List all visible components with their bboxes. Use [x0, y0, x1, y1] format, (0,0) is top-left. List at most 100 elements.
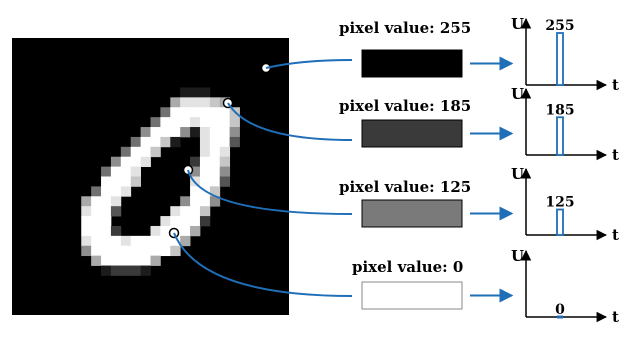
image-pixel — [120, 156, 132, 167]
image-pixel — [180, 107, 191, 118]
image-pixel — [170, 245, 181, 257]
image-pixel — [199, 136, 211, 148]
image-pixel — [120, 235, 132, 247]
y-axis-label: U — [511, 85, 524, 103]
image-pixel — [140, 245, 151, 257]
image-pixel — [110, 196, 122, 207]
image-pixel — [190, 156, 201, 167]
image-pixel — [140, 255, 151, 266]
image-pixel — [150, 127, 161, 138]
connector-line — [173, 232, 353, 297]
image-pixel — [120, 186, 132, 197]
x-axis-label: t — [612, 226, 619, 244]
image-pixel — [140, 136, 151, 148]
pixel-value-label: pixel value: 185 — [339, 97, 471, 115]
image-pixel — [190, 186, 201, 197]
y-axis-label: U — [511, 247, 524, 265]
pixel-value-label: pixel value: 255 — [339, 19, 471, 37]
image-pixel — [180, 87, 191, 98]
y-axis-label: U — [511, 165, 524, 183]
image-pixel — [101, 196, 112, 207]
image-pixel — [130, 255, 141, 266]
connectors — [168, 59, 353, 297]
pulse-bar — [556, 32, 564, 86]
image-pixel — [110, 225, 122, 237]
image-pixel — [101, 186, 112, 197]
image-pixel — [190, 225, 201, 237]
image-pixel — [209, 107, 221, 118]
image-pixel — [199, 166, 211, 177]
image-pixel — [180, 216, 191, 227]
image-pixel — [170, 107, 181, 118]
pulse-bar — [556, 208, 564, 236]
image-pixel — [160, 235, 171, 247]
image-pixel — [110, 245, 122, 257]
image-pixel — [180, 206, 191, 217]
image-pixel — [120, 245, 132, 257]
image-pixel — [91, 206, 102, 217]
image-pixel — [199, 87, 211, 98]
image-pixel — [130, 156, 141, 167]
gray-swatch — [361, 199, 463, 228]
value-row: pixel value: 185 Ut 185 — [339, 85, 619, 164]
image-pixel — [160, 127, 171, 138]
pulse-value-label: 125 — [545, 195, 574, 211]
x-axis-label: t — [612, 76, 619, 94]
image-pixel — [190, 166, 201, 177]
image-pixel — [190, 87, 201, 98]
image-pixel — [190, 196, 201, 207]
image-pixel — [101, 216, 112, 227]
image-pixel — [190, 127, 201, 138]
image-pixel — [130, 146, 141, 158]
image-pixel — [101, 176, 112, 187]
image-pixel — [180, 225, 191, 237]
image-pixel — [209, 127, 221, 138]
image-pixel — [190, 107, 201, 118]
image-pixel — [101, 235, 112, 247]
image-pixel — [110, 156, 122, 167]
image-pixel — [199, 97, 211, 108]
image-pixel — [130, 245, 141, 257]
image-pixel — [120, 176, 132, 187]
image-pixel — [160, 245, 171, 257]
image-pixel — [170, 136, 181, 148]
connector-line — [227, 102, 353, 141]
image-pixel — [101, 245, 112, 257]
pixel-value-label: pixel value: 0 — [352, 258, 463, 276]
image-pixel — [150, 136, 161, 148]
image-pixel — [110, 265, 122, 276]
image-pixel — [160, 216, 171, 227]
image-pixel — [209, 166, 221, 177]
pulse-value-label: 185 — [545, 102, 574, 118]
image-pixel — [199, 196, 211, 207]
image-pixel — [110, 186, 122, 197]
image-pixel — [219, 156, 231, 167]
image-pixel — [209, 97, 221, 108]
image-pixel — [101, 255, 112, 266]
image-pixel — [170, 127, 181, 138]
gray-swatch — [361, 119, 463, 148]
image-pixel — [180, 97, 191, 108]
image-pixel — [130, 166, 141, 177]
image-pixel — [199, 146, 211, 158]
image-pixel — [209, 176, 221, 187]
image-pixel — [190, 216, 201, 227]
image-pixel — [170, 216, 181, 227]
x-axis-label: t — [612, 146, 619, 164]
image-pixel — [140, 235, 151, 247]
image-pixel — [209, 136, 221, 148]
pulse-value-label: 0 — [555, 302, 565, 318]
pulse-bar — [557, 315, 563, 319]
image-pixel — [101, 206, 112, 217]
image-pixel — [209, 117, 221, 128]
image-pixel — [110, 206, 122, 217]
digit-image — [12, 38, 289, 315]
image-pixel — [120, 166, 132, 177]
connector-line — [187, 169, 353, 215]
image-pixel — [219, 136, 231, 148]
image-pixel — [120, 146, 132, 158]
image-pixel — [140, 146, 151, 158]
